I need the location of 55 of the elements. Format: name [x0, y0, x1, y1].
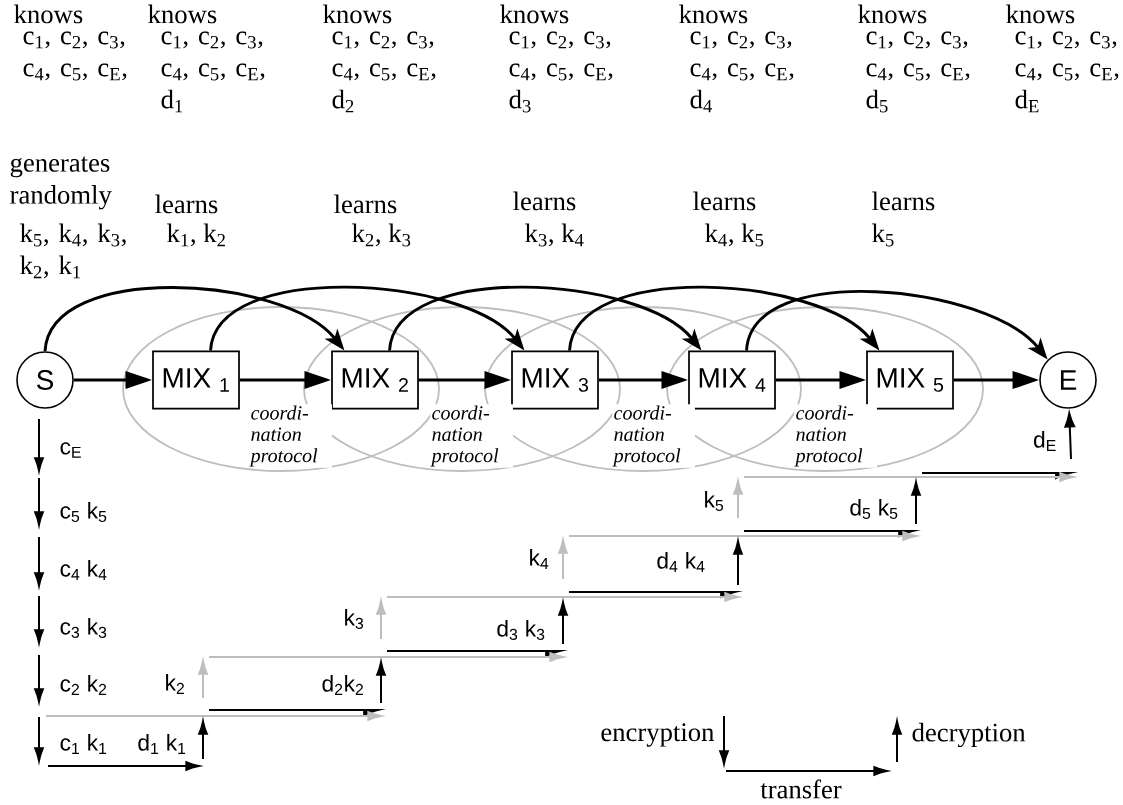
column-heading: learns — [334, 194, 397, 214]
protocol-note: coordi-nation protocol — [249, 404, 332, 468]
message-label: d$_{3}$ k$_{3}$ — [497, 620, 545, 640]
message-label: c$_{5}$ k$_{5}$ — [60, 502, 107, 522]
variable-list: c$_{1}$, c$_{2}$, c$_{3}$, c$_{4}$, c$_{5}$, c$_{E}$, — [23, 31, 127, 81]
variable-list: c$_{1}$, c$_{2}$, c$_{3}$, c$_{4}$, c$_{5}$, c$_{E}$, d$_{E}$ — [1015, 31, 1119, 113]
protocol-note: coordi-nation protocol — [794, 404, 877, 468]
column-heading: knows — [1006, 4, 1075, 24]
column-heading: knows — [679, 4, 748, 24]
arrow — [1064, 412, 1076, 460]
column-heading: learns — [872, 191, 935, 211]
column-heading: learns — [693, 191, 756, 211]
column-heading: knows — [148, 4, 217, 24]
message-label: d$_{1}$ k$_{1}$ — [138, 734, 186, 754]
mix-box: MIX $_{5}$ — [866, 350, 954, 410]
variable-list: k$_{1}$, k$_{2}$ — [167, 223, 225, 247]
protocol-note: coordi-nation protocol — [612, 404, 695, 468]
message-label: c$_{E}$ — [60, 442, 81, 458]
message-label: c$_{2}$ k$_{2}$ — [60, 675, 107, 695]
message-label: k$_{5}$ — [705, 491, 724, 511]
variable-list: k$_{2}$, k$_{3}$ — [352, 223, 411, 247]
message-label: d$_{5}$ k$_{5}$ — [850, 499, 898, 519]
message-label: c$_{4}$ k$_{4}$ — [60, 560, 107, 580]
column-heading: knows — [500, 4, 569, 24]
column-heading: learns — [155, 194, 218, 214]
variable-list: c$_{1}$, c$_{2}$, c$_{3}$, c$_{4}$, c$_{5}$, c$_{E}$, d$_{3}$ — [509, 31, 613, 113]
message-label: k$_{4}$ — [530, 549, 549, 569]
variable-list: c$_{1}$, c$_{2}$, c$_{3}$, c$_{4}$, c$_{5}$, c$_{E}$, d$_{1}$ — [161, 31, 265, 113]
protocol-note: coordi-nation protocol — [430, 404, 513, 468]
variable-list: k$_{5}$ — [872, 223, 894, 247]
variable-list: k$_{4}$, k$_{5}$ — [705, 223, 764, 247]
variable-list: k$_{5}$, k$_{4}$, k$_{3}$, k$_{2}$, k$_{1}$ — [20, 223, 126, 279]
column-heading: learns — [513, 191, 576, 211]
key-label: transfer — [760, 779, 842, 799]
column-heading: knows — [14, 4, 83, 24]
key-label: encryption — [601, 723, 714, 747]
variable-list: k$_{3}$, k$_{4}$ — [525, 223, 584, 247]
mix-box: MIX $_{3}$ — [511, 350, 599, 410]
column-heading: knows — [323, 4, 392, 24]
message-label: k$_{3}$ — [345, 609, 364, 629]
mix-box: MIX $_{4}$ — [688, 350, 776, 410]
edge-label: d$_{E}$ — [1031, 429, 1059, 453]
message-label: d$_{2}$k$_{2}$ — [322, 675, 363, 695]
column-heading: generates randomly — [10, 156, 112, 210]
message-label: d$_{4}$ k$_{4}$ — [657, 552, 705, 572]
message-label: c$_{1}$ k$_{1}$ — [60, 734, 107, 754]
mix-box: MIX $_{1}$ — [152, 350, 240, 410]
variable-list: c$_{1}$, c$_{2}$, c$_{3}$, c$_{4}$, c$_{5}$, c$_{E}$, d$_{2}$ — [332, 31, 436, 113]
variable-list: c$_{1}$, c$_{2}$, c$_{3}$, c$_{4}$, c$_{5}$, c$_{E}$, d$_{5}$ — [866, 31, 970, 113]
message-label: k$_{2}$ — [166, 674, 184, 694]
message-label: c$_{3}$ k$_{3}$ — [60, 618, 107, 638]
mix-box: MIX $_{2}$ — [331, 350, 419, 410]
variable-list: c$_{1}$, c$_{2}$, c$_{3}$, c$_{4}$, c$_{5}$, c$_{E}$, d$_{4}$ — [690, 31, 794, 113]
column-heading: knows — [858, 4, 927, 24]
key-label: decryption — [912, 722, 1026, 748]
